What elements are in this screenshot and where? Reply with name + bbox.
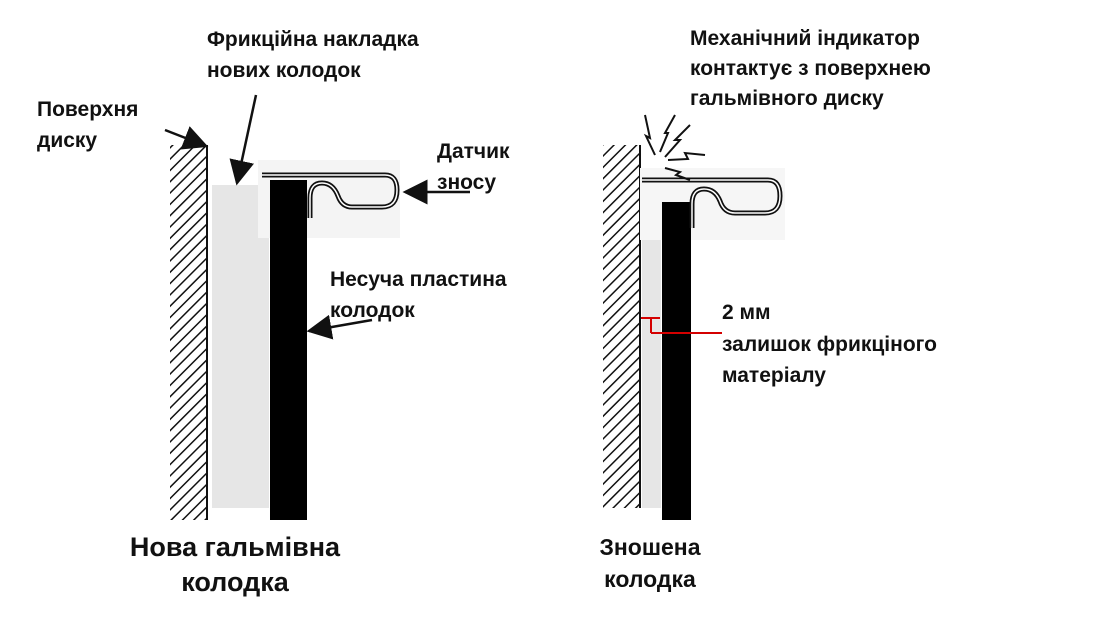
new-pad-drawing xyxy=(164,94,470,520)
thickness-marker xyxy=(641,317,722,334)
backing-plate xyxy=(270,180,307,520)
backing-plate-label: Несуча пластина колодок xyxy=(330,264,507,326)
label-line: нових колодок xyxy=(207,59,361,82)
backing-plate xyxy=(662,202,691,520)
disc-surface xyxy=(603,145,640,508)
label-line: гальмівного диску xyxy=(690,87,884,110)
disc-surface xyxy=(170,145,207,520)
arrow-disc xyxy=(164,126,209,150)
worn-pad-caption: Зношена колодка xyxy=(560,531,740,595)
remaining-material-label: залишок фрикціного матеріалу xyxy=(722,329,937,391)
arrow-plate xyxy=(306,314,373,340)
label-line: колодок xyxy=(330,299,415,322)
contact-spark-icon xyxy=(643,114,706,181)
friction-lining-label: Фрикційна накладка нових колодок xyxy=(207,24,419,86)
wear-sensor-label: Датчик зносу xyxy=(437,136,510,198)
label-line: Механічний індикатор xyxy=(690,27,920,50)
label-line: зносу xyxy=(437,171,497,194)
worn-pad-drawing xyxy=(603,114,785,520)
label-line: Несуча пластина xyxy=(330,268,507,291)
label-line: Поверхня xyxy=(37,98,139,121)
thickness-value: 2 мм xyxy=(722,301,771,324)
label-line: контактує з поверхнею xyxy=(690,57,931,80)
new-pad-caption: Нова гальмівна колодка xyxy=(100,530,370,600)
label-line: Датчик xyxy=(437,140,510,163)
friction-lining xyxy=(642,205,661,508)
indicator-label: Механічний індикатор контактує з поверхн… xyxy=(690,24,931,114)
caption-line: колодка xyxy=(604,566,696,592)
label-line: диску xyxy=(37,129,98,152)
friction-lining xyxy=(212,185,269,508)
label-line: матеріалу xyxy=(722,364,826,387)
caption-line: колодка xyxy=(181,567,289,597)
caption-line: Зношена xyxy=(599,534,701,560)
disc-surface-label: Поверхня диску xyxy=(37,94,138,156)
label-line: залишок фрикціного xyxy=(722,333,937,356)
caption-line: Нова гальмівна xyxy=(129,532,341,562)
arrow-friction xyxy=(229,94,258,186)
label-line: Фрикційна накладка xyxy=(207,28,419,51)
